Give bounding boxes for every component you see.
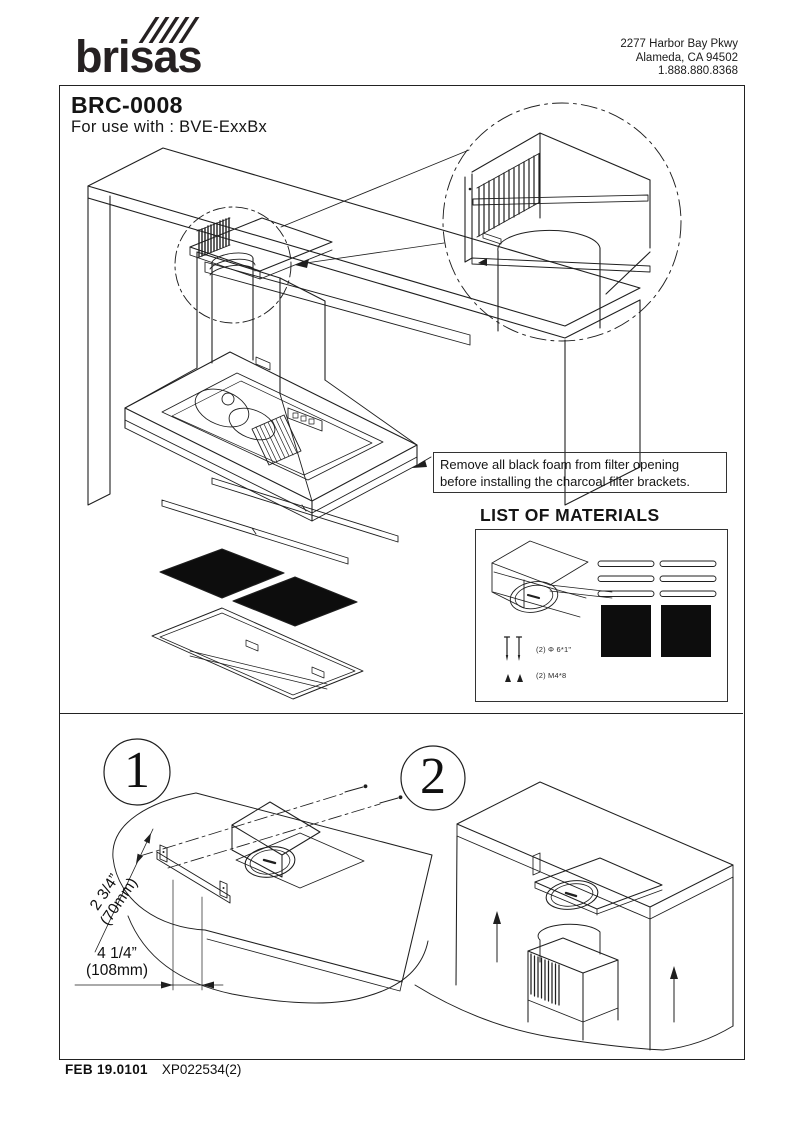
- charcoal-grille-hatch: [530, 953, 560, 1006]
- torn-edge: [414, 984, 734, 1051]
- horizontal-dimension: [74, 879, 224, 991]
- wood-screw-label: (2) Φ 6*1": [536, 645, 572, 654]
- arrow-icon: [143, 833, 151, 844]
- company-address: 2277 Harbor Bay Pkwy Alameda, CA 94502 1…: [480, 38, 738, 79]
- foam-strips-mini: [597, 560, 717, 597]
- note-arrow: [412, 456, 432, 468]
- materials-title: LIST OF MATERIALS: [480, 505, 660, 525]
- compatibility-line: For use with : BVE-ExxBx: [71, 118, 268, 136]
- footer-date: FEB 19.0101: [65, 1062, 148, 1077]
- content-border-box: [59, 85, 745, 1060]
- detail-source-circle: [174, 206, 292, 324]
- section-divider: [60, 713, 743, 714]
- detail-bubble-drawing: [464, 132, 651, 332]
- machine-screw-label: (2) M4*8: [536, 671, 567, 680]
- materials-illustration: [491, 540, 717, 682]
- detail-bubble-links: [174, 102, 682, 342]
- address-line-1: 2277 Harbor Bay Pkwy: [620, 38, 738, 50]
- step2-number: 2: [420, 748, 446, 805]
- chimney-duct-drawing: [189, 217, 333, 395]
- duct-drawing: [527, 923, 619, 1041]
- screws-mini: [503, 636, 523, 682]
- bracket-rail: [471, 257, 651, 273]
- dim-horiz-inches: 4 1/4”: [97, 945, 137, 962]
- address-line-2: Alameda, CA 94502: [635, 51, 738, 64]
- step1-number: 1: [124, 742, 150, 799]
- torn-edge: [127, 915, 429, 1004]
- bracket-rail: [156, 844, 231, 904]
- control-panel: [287, 407, 323, 432]
- footer-code: XP022534(2): [161, 1062, 242, 1077]
- arrow-left-icon: [202, 981, 214, 989]
- diagonal-dimension: [94, 828, 154, 953]
- arrow-icon: [136, 853, 143, 864]
- arrow-left-icon: [412, 460, 427, 468]
- bottom-panel-drawing: [151, 607, 364, 700]
- vent-hatch: [255, 416, 298, 464]
- address-line-3: 1.888.880.8368: [658, 65, 738, 77]
- cabinet-drawing: [87, 147, 641, 506]
- torn-edge: [112, 792, 206, 931]
- machine-screw-icon: [517, 674, 523, 682]
- note-box: Remove all black foam from filter openin…: [433, 452, 727, 493]
- blower-wheel: [228, 407, 276, 441]
- step2-drawing: [400, 745, 734, 1051]
- leader-arrow-line: [305, 242, 445, 264]
- mounting-screws: [344, 784, 403, 804]
- blower-wheel: [194, 388, 250, 428]
- materials-box: [475, 529, 728, 702]
- machine-screw-icon: [505, 674, 511, 682]
- footer: FEB 19.0101 XP022534(2): [65, 1062, 241, 1077]
- step1-circle: [103, 738, 171, 806]
- main-assembly-drawing: [87, 102, 717, 700]
- bracket-plate: [532, 852, 663, 916]
- note-line-2: before installing the charcoal filter br…: [440, 474, 691, 489]
- charcoal-grille-hatch: [198, 217, 230, 258]
- leader-line: [280, 149, 470, 228]
- dim-horiz-mm: (108mm): [85, 962, 148, 979]
- brisas-logo: brisas: [75, 17, 203, 79]
- up-arrows: [493, 911, 678, 1023]
- note-line-1: Remove all black foam from filter openin…: [440, 457, 680, 472]
- bracket-rail: [472, 194, 649, 206]
- horizontal-dimension-label: 4 1/4” (108mm): [72, 945, 162, 979]
- charcoal-filters-drawing: [159, 548, 358, 627]
- charcoal-filters-mini: [601, 605, 711, 657]
- installation-steps-drawing: [74, 738, 734, 1051]
- step2-circle: [400, 745, 466, 811]
- bracket-plate: [231, 801, 365, 889]
- detail-bubble-circle: [442, 102, 682, 342]
- arrow-left-icon: [295, 259, 309, 268]
- charcoal-grille-hatch: [478, 153, 540, 237]
- logo-slashes-icon: [138, 17, 200, 43]
- arrow-up-icon: [670, 966, 678, 979]
- model-number: BRC-0008: [71, 92, 183, 118]
- step1-drawing: [74, 738, 433, 1004]
- foam-strips-drawing: [161, 477, 399, 565]
- arrow-up-icon: [493, 911, 501, 924]
- arrow-right-icon: [161, 981, 173, 989]
- center-lines: [139, 792, 381, 869]
- hood-body-drawing: [124, 351, 418, 522]
